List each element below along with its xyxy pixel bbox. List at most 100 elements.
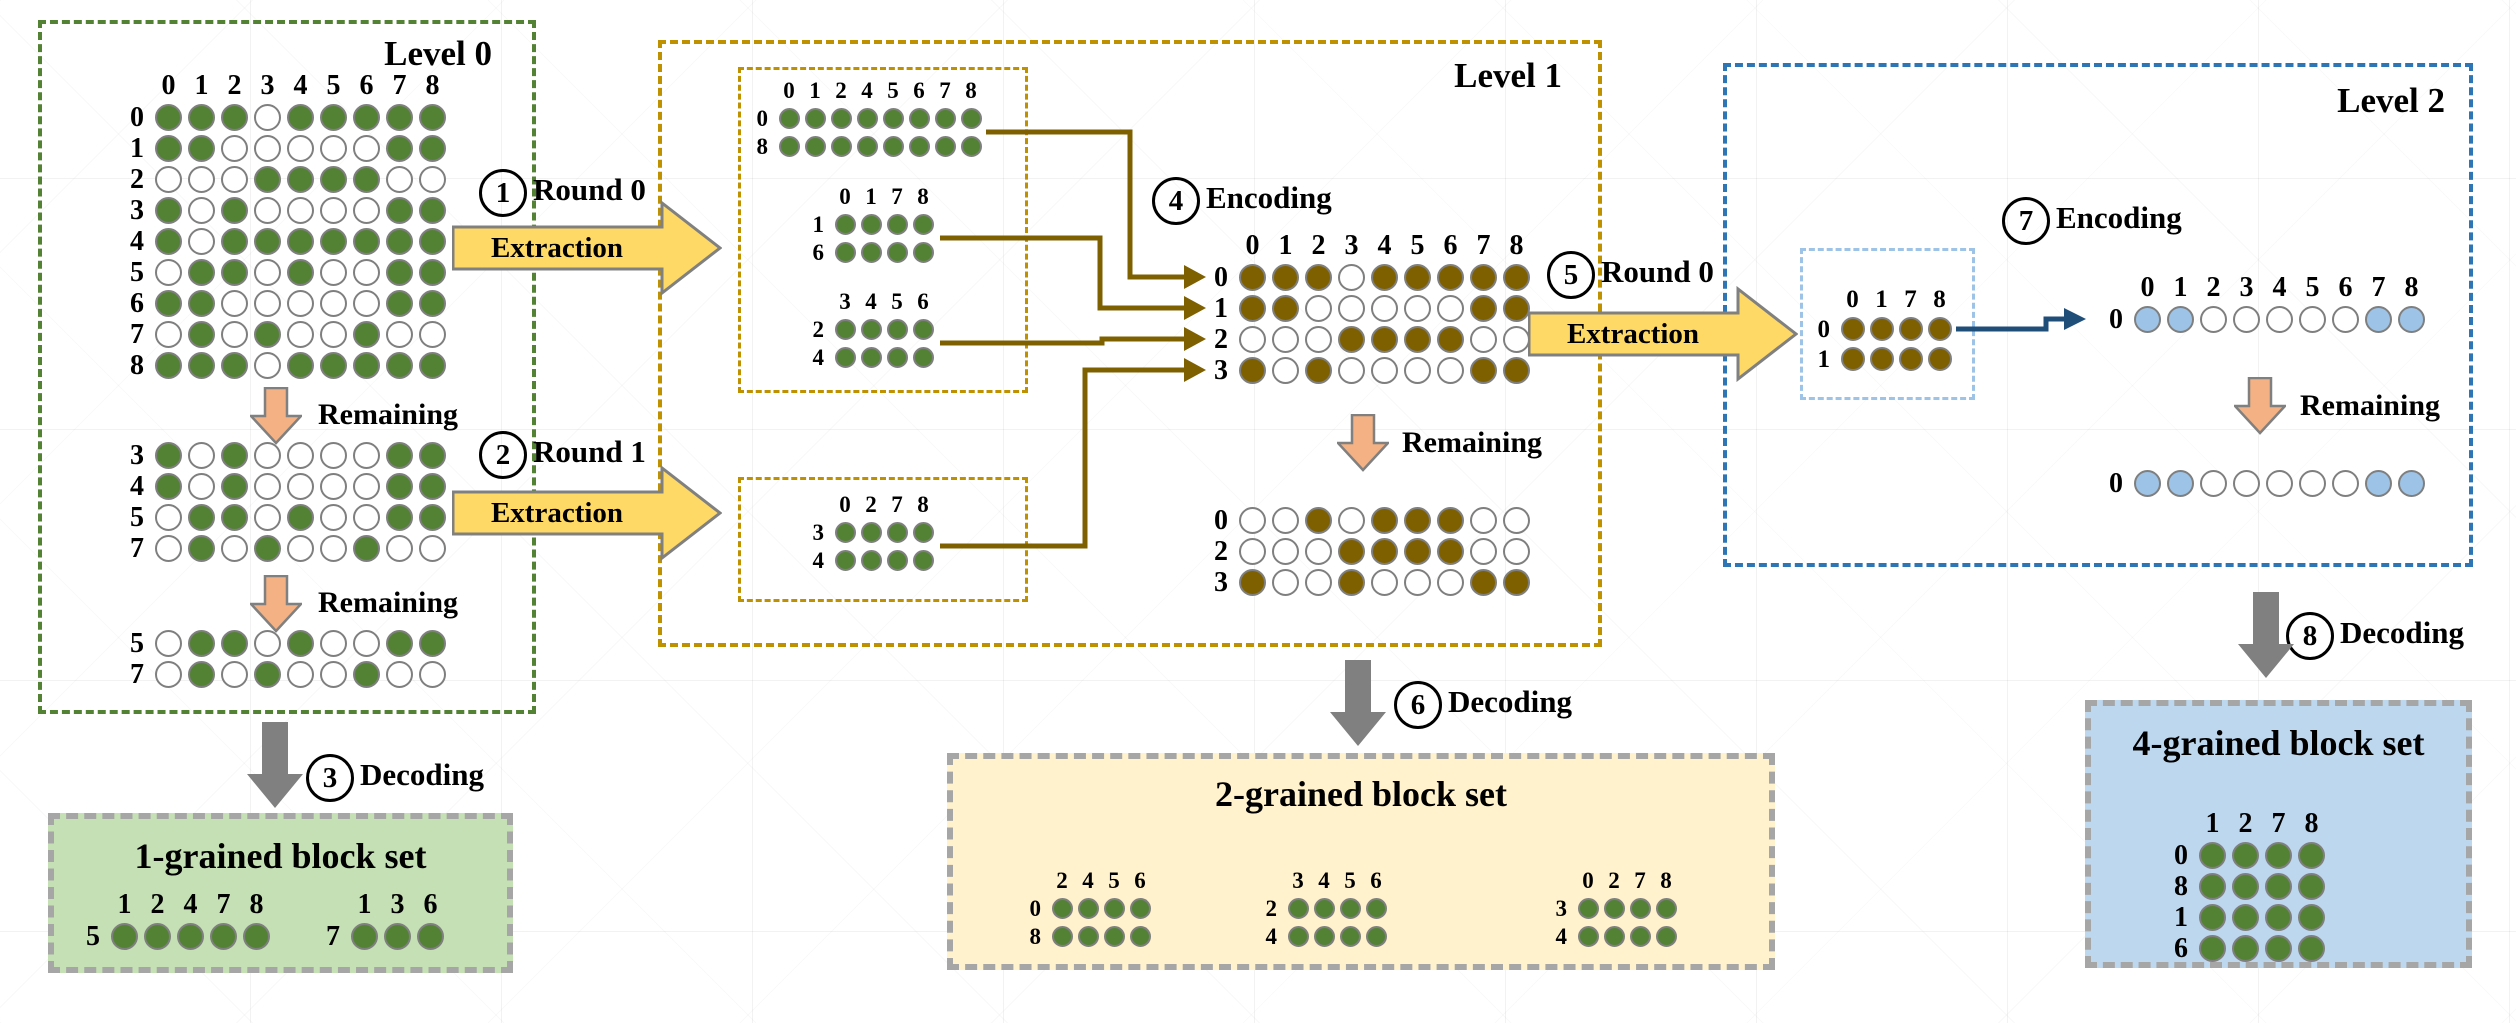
dot-filled <box>152 440 185 471</box>
col-label: 0 <box>1245 230 1260 261</box>
dot-empty <box>251 102 284 133</box>
dot-filled <box>1236 262 1269 293</box>
dot-filled <box>1838 314 1867 344</box>
dot-empty <box>1401 293 1434 324</box>
dot-filled <box>858 315 884 343</box>
dot-empty <box>1269 567 1302 598</box>
col-label: 3 <box>390 889 405 920</box>
col-label: 1 <box>865 183 877 209</box>
col-label: 6 <box>917 288 929 314</box>
dot-filled <box>1896 344 1925 374</box>
dot-empty <box>2329 468 2362 499</box>
dot-filled <box>152 226 185 257</box>
dot-filled <box>141 921 174 952</box>
dot-empty <box>251 195 284 226</box>
dot-filled <box>2229 933 2262 964</box>
dot-filled <box>1335 324 1368 355</box>
dot-empty <box>185 195 218 226</box>
col-label: 7 <box>1634 867 1646 893</box>
dot-empty <box>2263 304 2296 335</box>
col-label: 2 <box>1056 867 1068 893</box>
col-label: 4 <box>865 288 877 314</box>
dot-filled <box>910 546 936 574</box>
dot-filled <box>381 921 414 952</box>
dot-filled <box>1236 293 1269 324</box>
dot-filled <box>185 257 218 288</box>
dot-empty <box>317 319 350 350</box>
dot-filled <box>1467 355 1500 386</box>
dot-empty <box>416 164 449 195</box>
dot-filled <box>218 471 251 502</box>
row-label: 8 <box>1029 923 1042 949</box>
dot-empty <box>1269 355 1302 386</box>
dot-filled <box>2362 468 2395 499</box>
row-label: 2 <box>1214 323 1228 355</box>
dot-filled <box>1311 894 1337 922</box>
col-label: 4 <box>1082 867 1094 893</box>
col-label: 1 <box>809 77 821 103</box>
level1-label: Level 1 <box>1454 56 1562 95</box>
dot-filled <box>1627 894 1653 922</box>
step3-badge: 3 <box>306 754 354 802</box>
dot-filled <box>1867 314 1896 344</box>
matrix-row: 5 <box>118 257 449 288</box>
dot-filled <box>2229 902 2262 933</box>
dot-filled <box>2262 840 2295 871</box>
col-label: 4 <box>1377 230 1392 261</box>
dot-filled <box>350 102 383 133</box>
dot-empty <box>251 288 284 319</box>
col-label: 1 <box>2173 272 2188 303</box>
dot-filled <box>858 343 884 371</box>
col-label: 0 <box>783 77 795 103</box>
dot-filled <box>1337 894 1363 922</box>
step3-title: Decoding <box>360 757 484 792</box>
matrix-row: 0 <box>2095 304 2428 335</box>
col-label: 8 <box>2404 272 2419 303</box>
dot-filled <box>910 343 936 371</box>
col-label: 5 <box>1108 867 1120 893</box>
dot-filled <box>1075 922 1101 950</box>
dot-filled <box>2395 304 2428 335</box>
dot-filled <box>152 350 185 381</box>
dot-filled <box>1867 344 1896 374</box>
dot-filled <box>348 921 381 952</box>
dot-empty <box>383 659 416 690</box>
col-label: 6 <box>2338 272 2353 303</box>
dot-empty <box>1368 355 1401 386</box>
down-block-arrow-icon <box>1335 413 1391 472</box>
dot-filled <box>416 502 449 533</box>
col-label: 8 <box>1660 867 1672 893</box>
row-label: 1 <box>1817 345 1831 373</box>
dot-filled <box>832 238 858 266</box>
col-label: 2 <box>2238 808 2253 839</box>
dot-filled <box>251 533 284 564</box>
dot-empty <box>1500 536 1533 567</box>
down-gray-arrow-icon <box>247 722 303 808</box>
dot-empty <box>251 133 284 164</box>
row-label: 3 <box>1555 895 1568 921</box>
col-label: 4 <box>293 70 308 101</box>
dot-empty <box>218 288 251 319</box>
step6-badge: 6 <box>1394 681 1442 729</box>
dot-filled <box>185 502 218 533</box>
dot-filled <box>1075 894 1101 922</box>
dot-filled <box>414 921 447 952</box>
dot-empty <box>152 319 185 350</box>
col-label: 5 <box>1344 867 1356 893</box>
row-label: 4 <box>812 344 825 370</box>
down-block-arrow-icon <box>248 386 304 445</box>
col-label: 0 <box>1846 285 1859 313</box>
dot-empty <box>1236 536 1269 567</box>
dot-filled <box>383 350 416 381</box>
dot-filled <box>1575 922 1601 950</box>
dot-empty <box>1236 324 1269 355</box>
dot-filled <box>1500 355 1533 386</box>
dot-filled <box>185 350 218 381</box>
dot-filled <box>383 133 416 164</box>
dot-filled <box>1601 894 1627 922</box>
two-grained-title: 2-grained block set <box>1215 774 1507 814</box>
